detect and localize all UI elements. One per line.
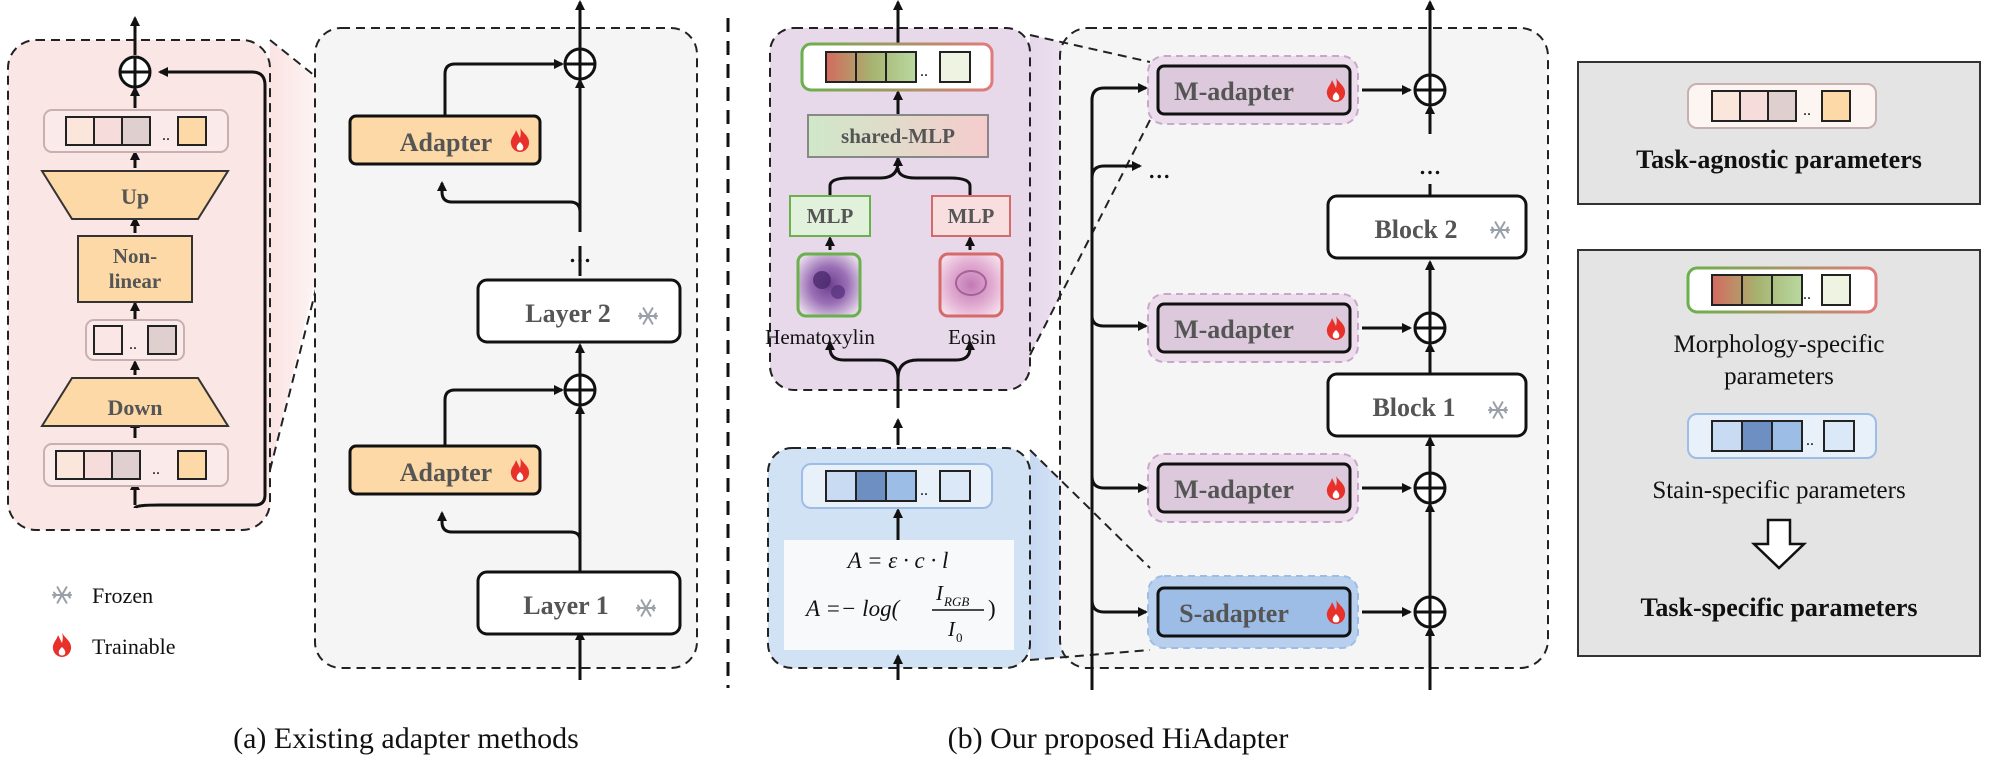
- task-specific-label: Task-specific parameters: [1640, 593, 1917, 622]
- layer1-label: Layer 1: [523, 591, 608, 620]
- adapter-box: [348, 444, 542, 496]
- layer2-box: [476, 278, 682, 344]
- morphology-label-2: parameters: [1724, 363, 1834, 390]
- m-adapter-bottom: M-adapter: [1147, 453, 1359, 523]
- m-adapter-label: M-adapter: [1174, 315, 1294, 344]
- block2-box: [1326, 194, 1528, 260]
- eq2-rhs: ): [988, 596, 996, 621]
- legend-a: Frozen Trainable: [52, 583, 176, 659]
- legend-trainable: Trainable: [92, 634, 176, 659]
- task-specific-legend: .. Morphology-specific parameters .. Sta…: [1577, 249, 1981, 657]
- svg-text:..: ..: [1806, 432, 1814, 449]
- s-adapter: S-adapter: [1147, 575, 1359, 649]
- adapter-box: [348, 114, 542, 166]
- snowflake-icon: [52, 586, 72, 604]
- svg-text:..: ..: [162, 127, 170, 144]
- plus-circle-icon: [118, 55, 152, 89]
- task-agnostic-legend: .. Task-agnostic parameters: [1577, 61, 1981, 205]
- svg-text:..: ..: [1803, 102, 1811, 119]
- plus-circle-icon: [1413, 311, 1447, 345]
- svg-text:..: ..: [1803, 286, 1811, 303]
- task-agnostic-label: Task-agnostic parameters: [1636, 145, 1922, 174]
- down-label: Down: [107, 395, 162, 420]
- adapter-label: Adapter: [400, 128, 492, 157]
- flame-icon: [52, 633, 72, 657]
- nonlinear-label-1: Non-: [113, 244, 157, 268]
- layer2-label: Layer 2: [525, 299, 610, 328]
- existing-method-backbone: ... Layer 2 Layer 1 Adapter Adapter: [314, 0, 698, 680]
- hiadapter-flow: ... ... M-adapter M-adapter: [1090, 0, 1528, 690]
- legend-frozen: Frozen: [92, 583, 153, 608]
- shared-mlp-label: shared-MLP: [841, 124, 955, 148]
- svg-text:..: ..: [152, 461, 160, 478]
- eq2-denominator-sub: 0: [956, 630, 963, 645]
- beer-lambert-eq: A = ε · c · l: [846, 548, 949, 573]
- ellipsis-b-left: ...: [1148, 152, 1171, 185]
- hollow-down-arrow-icon: [1750, 518, 1808, 570]
- eq2-lhs: A =− log(: [804, 596, 901, 621]
- hematoxylin-label: Hematoxylin: [765, 325, 875, 349]
- eosin-cell-icon: [938, 252, 1004, 318]
- eq2-numerator: I: [935, 581, 944, 605]
- m-adapter-label: M-adapter: [1174, 77, 1294, 106]
- morphology-module: .. shared-MLP MLP MLP Hematoxylin Eosin: [765, 0, 1151, 408]
- nonlinear-label-2: linear: [109, 269, 162, 293]
- m-adapter-label: M-adapter: [1174, 475, 1294, 504]
- block1-label: Block 1: [1372, 393, 1455, 422]
- m-adapter-top: M-adapter: [1147, 55, 1359, 125]
- layer1-box: [476, 570, 682, 636]
- ellipsis-a: ...: [569, 236, 592, 269]
- s-adapter-label: S-adapter: [1179, 599, 1289, 628]
- up-label: Up: [121, 184, 149, 209]
- mlp-left-label: MLP: [807, 204, 854, 228]
- block2-label: Block 2: [1374, 215, 1457, 244]
- ellipsis-b-right: ...: [1419, 148, 1442, 181]
- svg-text:..: ..: [920, 482, 928, 499]
- plus-circle-icon: [1413, 471, 1447, 505]
- eosin-label: Eosin: [948, 325, 996, 349]
- plus-circle-icon: [563, 373, 597, 407]
- eq2-numerator-sub: RGB: [943, 594, 969, 609]
- m-adapter-middle: M-adapter: [1147, 293, 1359, 363]
- svg-text:..: ..: [920, 63, 928, 80]
- svg-text:..: ..: [129, 336, 137, 353]
- stain-label: Stain-specific parameters: [1652, 477, 1905, 504]
- block1-box: [1326, 372, 1528, 438]
- morphology-label-1: Morphology-specific: [1673, 331, 1884, 358]
- plus-circle-icon: [1413, 595, 1447, 629]
- mlp-right-label: MLP: [948, 204, 995, 228]
- caption-b: (b) Our proposed HiAdapter: [948, 722, 1289, 755]
- eq2-denominator: I: [947, 617, 956, 641]
- plus-circle-icon: [1413, 73, 1447, 107]
- adapter-label: Adapter: [400, 458, 492, 487]
- plus-circle-icon: [563, 47, 597, 81]
- caption-a: (a) Existing adapter methods: [233, 722, 579, 755]
- stain-module: .. A = ε · c · l A =− log( I RGB I 0 ): [767, 418, 1151, 680]
- adapter-internals: .. Up Non- linear .. Down ..: [40, 16, 267, 509]
